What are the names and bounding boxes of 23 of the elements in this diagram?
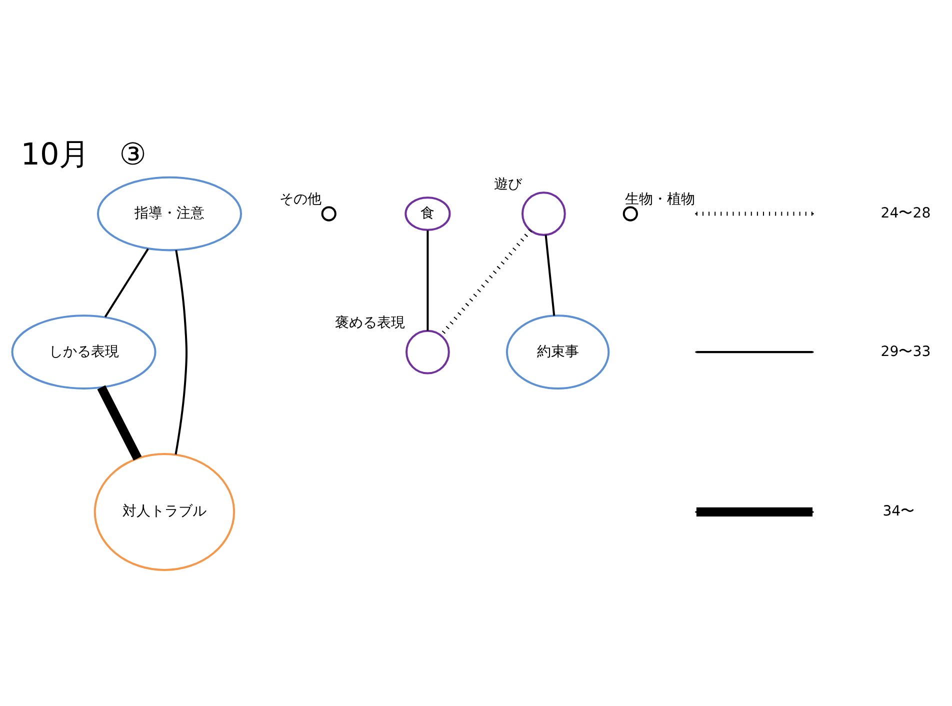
node-ellipse: 約束事 xyxy=(506,314,610,390)
legend-label: 24〜28 xyxy=(880,205,931,222)
node-label: 生物・植物 xyxy=(625,191,696,208)
node-ellipse: 対人トラブル xyxy=(94,452,236,571)
connector xyxy=(544,234,556,316)
node-ellipse: 指導・注意 xyxy=(96,176,242,252)
connector xyxy=(97,385,142,461)
node-ellipse: 食 xyxy=(404,196,451,231)
node-circle xyxy=(321,206,336,222)
connector xyxy=(426,230,429,331)
node-circle xyxy=(622,206,638,222)
node-label: その他 xyxy=(280,191,322,208)
connector xyxy=(174,250,188,455)
legend-label: 34〜 xyxy=(882,504,915,520)
legend-label: 29〜33 xyxy=(880,344,931,360)
node-circle xyxy=(406,330,450,374)
node-circle xyxy=(522,192,566,236)
connector xyxy=(440,229,532,336)
node-label: 褒める表現 xyxy=(335,315,406,332)
node-ellipse: しかる表現 xyxy=(11,314,156,390)
node-label: 遊び xyxy=(494,176,522,193)
diagram-title: 10月 ③ xyxy=(20,137,146,172)
connector xyxy=(104,248,149,318)
